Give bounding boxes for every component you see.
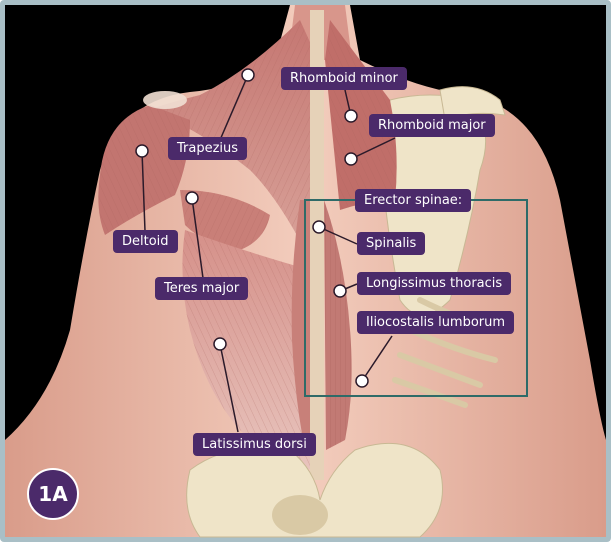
label-spinalis: Spinalis: [357, 232, 425, 255]
label-erector-spinae: Erector spinae:: [355, 189, 471, 212]
label-rhomboid-major: Rhomboid major: [369, 114, 495, 137]
label-teres-major: Teres major: [155, 277, 248, 300]
latissimus-dorsi-marker: [214, 338, 226, 350]
rhomboid-major-marker: [345, 153, 357, 165]
label-deltoid: Deltoid: [113, 230, 178, 253]
spinalis-marker: [313, 221, 325, 233]
longissimus-thoracis-marker: [334, 285, 346, 297]
deltoid-marker: [136, 145, 148, 157]
label-rhomboid-minor: Rhomboid minor: [281, 67, 407, 90]
label-iliocostalis-lumborum: Iliocostalis lumborum: [357, 311, 514, 334]
rhomboid-minor-marker: [345, 110, 357, 122]
label-trapezius: Trapezius: [168, 137, 247, 160]
label-longissimus-thoracis: Longissimus thoracis: [357, 272, 511, 295]
teres-major-marker: [186, 192, 198, 204]
label-latissimus-dorsi: Latissimus dorsi: [193, 433, 316, 456]
trapezius-marker: [242, 69, 254, 81]
iliocostalis-lumborum-marker: [356, 375, 368, 387]
figure-badge: 1A: [27, 468, 79, 520]
